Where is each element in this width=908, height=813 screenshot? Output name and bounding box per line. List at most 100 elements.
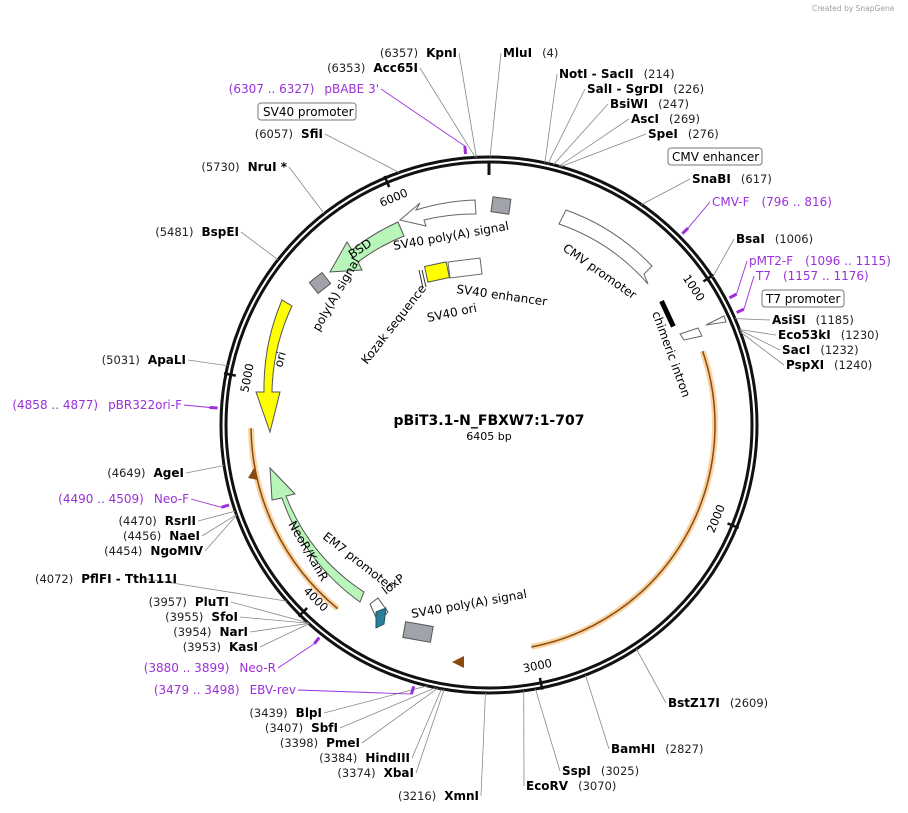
- primer-mark-neor: [313, 636, 321, 645]
- enzyme-saci[interactable]: SacI(1232): [782, 343, 859, 357]
- enzyme-name: SfoI: [211, 610, 238, 624]
- enzyme-name: SspI: [562, 764, 591, 778]
- enzyme-kpni[interactable]: (6357)KpnI: [380, 46, 457, 60]
- enzyme-spei[interactable]: SpeI(276): [648, 127, 719, 141]
- enzyme-name2: SacII: [601, 67, 634, 81]
- enzyme-nari[interactable]: (3954)NarI: [173, 625, 248, 639]
- primer-mark-ebvrev: [410, 685, 416, 695]
- enzyme-xbai[interactable]: (3374)XbaI: [337, 766, 414, 780]
- primer-cmvf[interactable]: CMV-F(796 .. 816): [712, 195, 832, 209]
- leader-SfoI: [239, 616, 309, 624]
- enzyme-pos: (5031): [102, 353, 140, 367]
- enzyme-xmni[interactable]: (3216)XmnI: [398, 789, 479, 803]
- enzyme-mlui[interactable]: MluI(4): [503, 46, 558, 60]
- enzyme-rsrii[interactable]: (4470)RsrII: [119, 514, 196, 528]
- enzyme-pflfi[interactable]: (4072)PflFI - Tth111I: [35, 572, 177, 586]
- enzyme-eco53ki[interactable]: Eco53kI(1230): [778, 328, 879, 342]
- primer-leader: [183, 404, 210, 408]
- enzyme-nrui[interactable]: (5730) NruI *: [201, 160, 287, 174]
- enzyme-sfii[interactable]: (6057)SfiI: [255, 127, 323, 141]
- enzyme-name: XmnI: [444, 789, 479, 803]
- primer-pbabe3[interactable]: (6307 .. 6327)pBABE 3': [229, 82, 379, 96]
- enzyme-bsai[interactable]: BsaI(1006): [736, 232, 813, 246]
- enzyme-name: PspXI: [786, 358, 824, 372]
- plasmid-name: pBiT3.1-N_FBXW7:1-707: [394, 413, 585, 429]
- enzyme-pos: (5730): [201, 160, 239, 174]
- ori-arrow[interactable]: [255, 299, 293, 434]
- snapgene-credit: Created by SnapGene: [812, 4, 895, 13]
- enzyme-pos: (4454): [104, 544, 142, 558]
- enzyme-name: NruI *: [248, 160, 288, 174]
- svg-text:T7 promoter: T7 promoter: [765, 292, 841, 306]
- polya-signal-box[interactable]: [308, 271, 332, 295]
- leader-NaeI: [201, 514, 237, 537]
- tick-6000: [383, 175, 391, 188]
- primer-pbr322orif[interactable]: (4858 .. 4877)pBR322ori-F: [12, 398, 182, 412]
- enzyme-pos: (3398): [280, 736, 318, 750]
- primer-t7[interactable]: T7(1157 .. 1176): [755, 269, 869, 283]
- leader-ApaLI: [187, 359, 228, 367]
- enzyme-sfoi[interactable]: (3955)SfoI: [165, 610, 238, 624]
- enzyme-pmei[interactable]: (3398)PmeI: [280, 736, 360, 750]
- enzyme-bspei[interactable]: (5481)BspEI: [155, 225, 239, 239]
- t7-promoter-box-label[interactable]: T7 promoter: [761, 289, 845, 308]
- enzyme-name: KpnI: [426, 46, 457, 60]
- sv40-ori-yellow-box[interactable]: [423, 261, 451, 283]
- enzyme-agei[interactable]: (4649)AgeI: [107, 466, 184, 480]
- primer-neof[interactable]: (4490 .. 4509)Neo-F: [58, 492, 189, 506]
- cmv-enhancer-box-label[interactable]: CMV enhancer: [667, 147, 763, 166]
- primer-name: pBABE 3': [324, 82, 379, 96]
- t7-promoter-arrow[interactable]: [705, 315, 727, 326]
- enzyme-pluti[interactable]: (3957)PluTI: [149, 595, 229, 609]
- kozak-small-arrow[interactable]: [679, 327, 703, 341]
- sv40-promoter-box-label[interactable]: SV40 promoter: [257, 102, 357, 121]
- enzyme-noti[interactable]: NotI - SacII(214): [559, 67, 675, 81]
- primer-range: (1157 .. 1176): [783, 269, 869, 283]
- sv40-polya-bottom-box[interactable]: [402, 621, 434, 643]
- enzyme-sbfi[interactable]: (3407)SbfI: [265, 721, 338, 735]
- enzyme-sali[interactable]: SalI - SgrDI(226): [587, 82, 704, 96]
- enzyme-name: SfiI: [301, 127, 323, 141]
- enzyme-asci[interactable]: AscI(269): [631, 112, 700, 126]
- primer-range: (4858 .. 4877): [12, 398, 98, 412]
- enzyme-asisi[interactable]: AsiSI(1185): [772, 313, 854, 327]
- bsd-arrow[interactable]: [329, 221, 405, 273]
- leader-BsiWI: [553, 103, 609, 166]
- cmv-promoter-arrow[interactable]: [558, 209, 653, 285]
- enzyme-hindiii[interactable]: (3384)HindIII: [319, 751, 410, 765]
- sv40-polya-top-box[interactable]: [490, 196, 512, 215]
- enzyme-sspi[interactable]: SspI(3025): [562, 764, 639, 778]
- enzyme-snabi[interactable]: SnaBI(617): [692, 172, 772, 186]
- enzyme-pos: (3439): [249, 706, 287, 720]
- enzyme-name2: Tth111I: [125, 572, 177, 586]
- enzyme-pspxi[interactable]: PspXI(1240): [786, 358, 872, 372]
- enzyme-blpi[interactable]: (3439)BlpI: [249, 706, 322, 720]
- enzyme-pos: (3070): [578, 779, 616, 793]
- sv40-ori-label: SV40 ori: [426, 301, 478, 325]
- sv40-polya-top-arrow[interactable]: [398, 199, 477, 227]
- leader-Acc65I: [419, 67, 476, 158]
- primer-pmt2f[interactable]: pMT2-F(1096 .. 1115): [749, 254, 891, 268]
- leader-RsrII: [197, 510, 236, 522]
- enzyme-acc65i[interactable]: (6353)Acc65I: [327, 61, 418, 75]
- sv40-enhancer-arrow[interactable]: [447, 257, 483, 279]
- primer-ebvrev[interactable]: (3479 .. 3498)EBV-rev: [154, 683, 296, 697]
- neor-kanr-arrow[interactable]: [269, 466, 365, 603]
- primer-neor[interactable]: (3880 .. 3899)Neo-R: [144, 661, 276, 675]
- enzyme-name: AsiSI: [772, 313, 806, 327]
- ori-label: ori: [271, 350, 289, 369]
- enzyme-apali[interactable]: (5031)ApaLI: [102, 353, 186, 367]
- enzyme-naei[interactable]: (4456)NaeI: [123, 529, 200, 543]
- enzyme-bstz17i[interactable]: BstZ17I(2609): [668, 696, 768, 710]
- orange-arc-left-core: [250, 428, 339, 610]
- enzyme-ecorv[interactable]: EcoRV(3070): [526, 779, 616, 793]
- enzyme-pos: (2609): [730, 696, 768, 710]
- enzyme-name: PflFI: [81, 572, 111, 586]
- primer-range: (4490 .. 4509): [58, 492, 144, 506]
- enzyme-ngomiv[interactable]: (4454)NgoMIV: [104, 544, 204, 558]
- enzyme-bamhi[interactable]: BamHI(2827): [611, 742, 704, 756]
- enzyme-kasi[interactable]: (3953)KasI: [183, 640, 258, 654]
- chimeric-intron-bar[interactable]: [659, 300, 676, 328]
- enzyme-bsiwi[interactable]: BsiWI(247): [610, 97, 689, 111]
- loxp-marker[interactable]: [375, 607, 387, 629]
